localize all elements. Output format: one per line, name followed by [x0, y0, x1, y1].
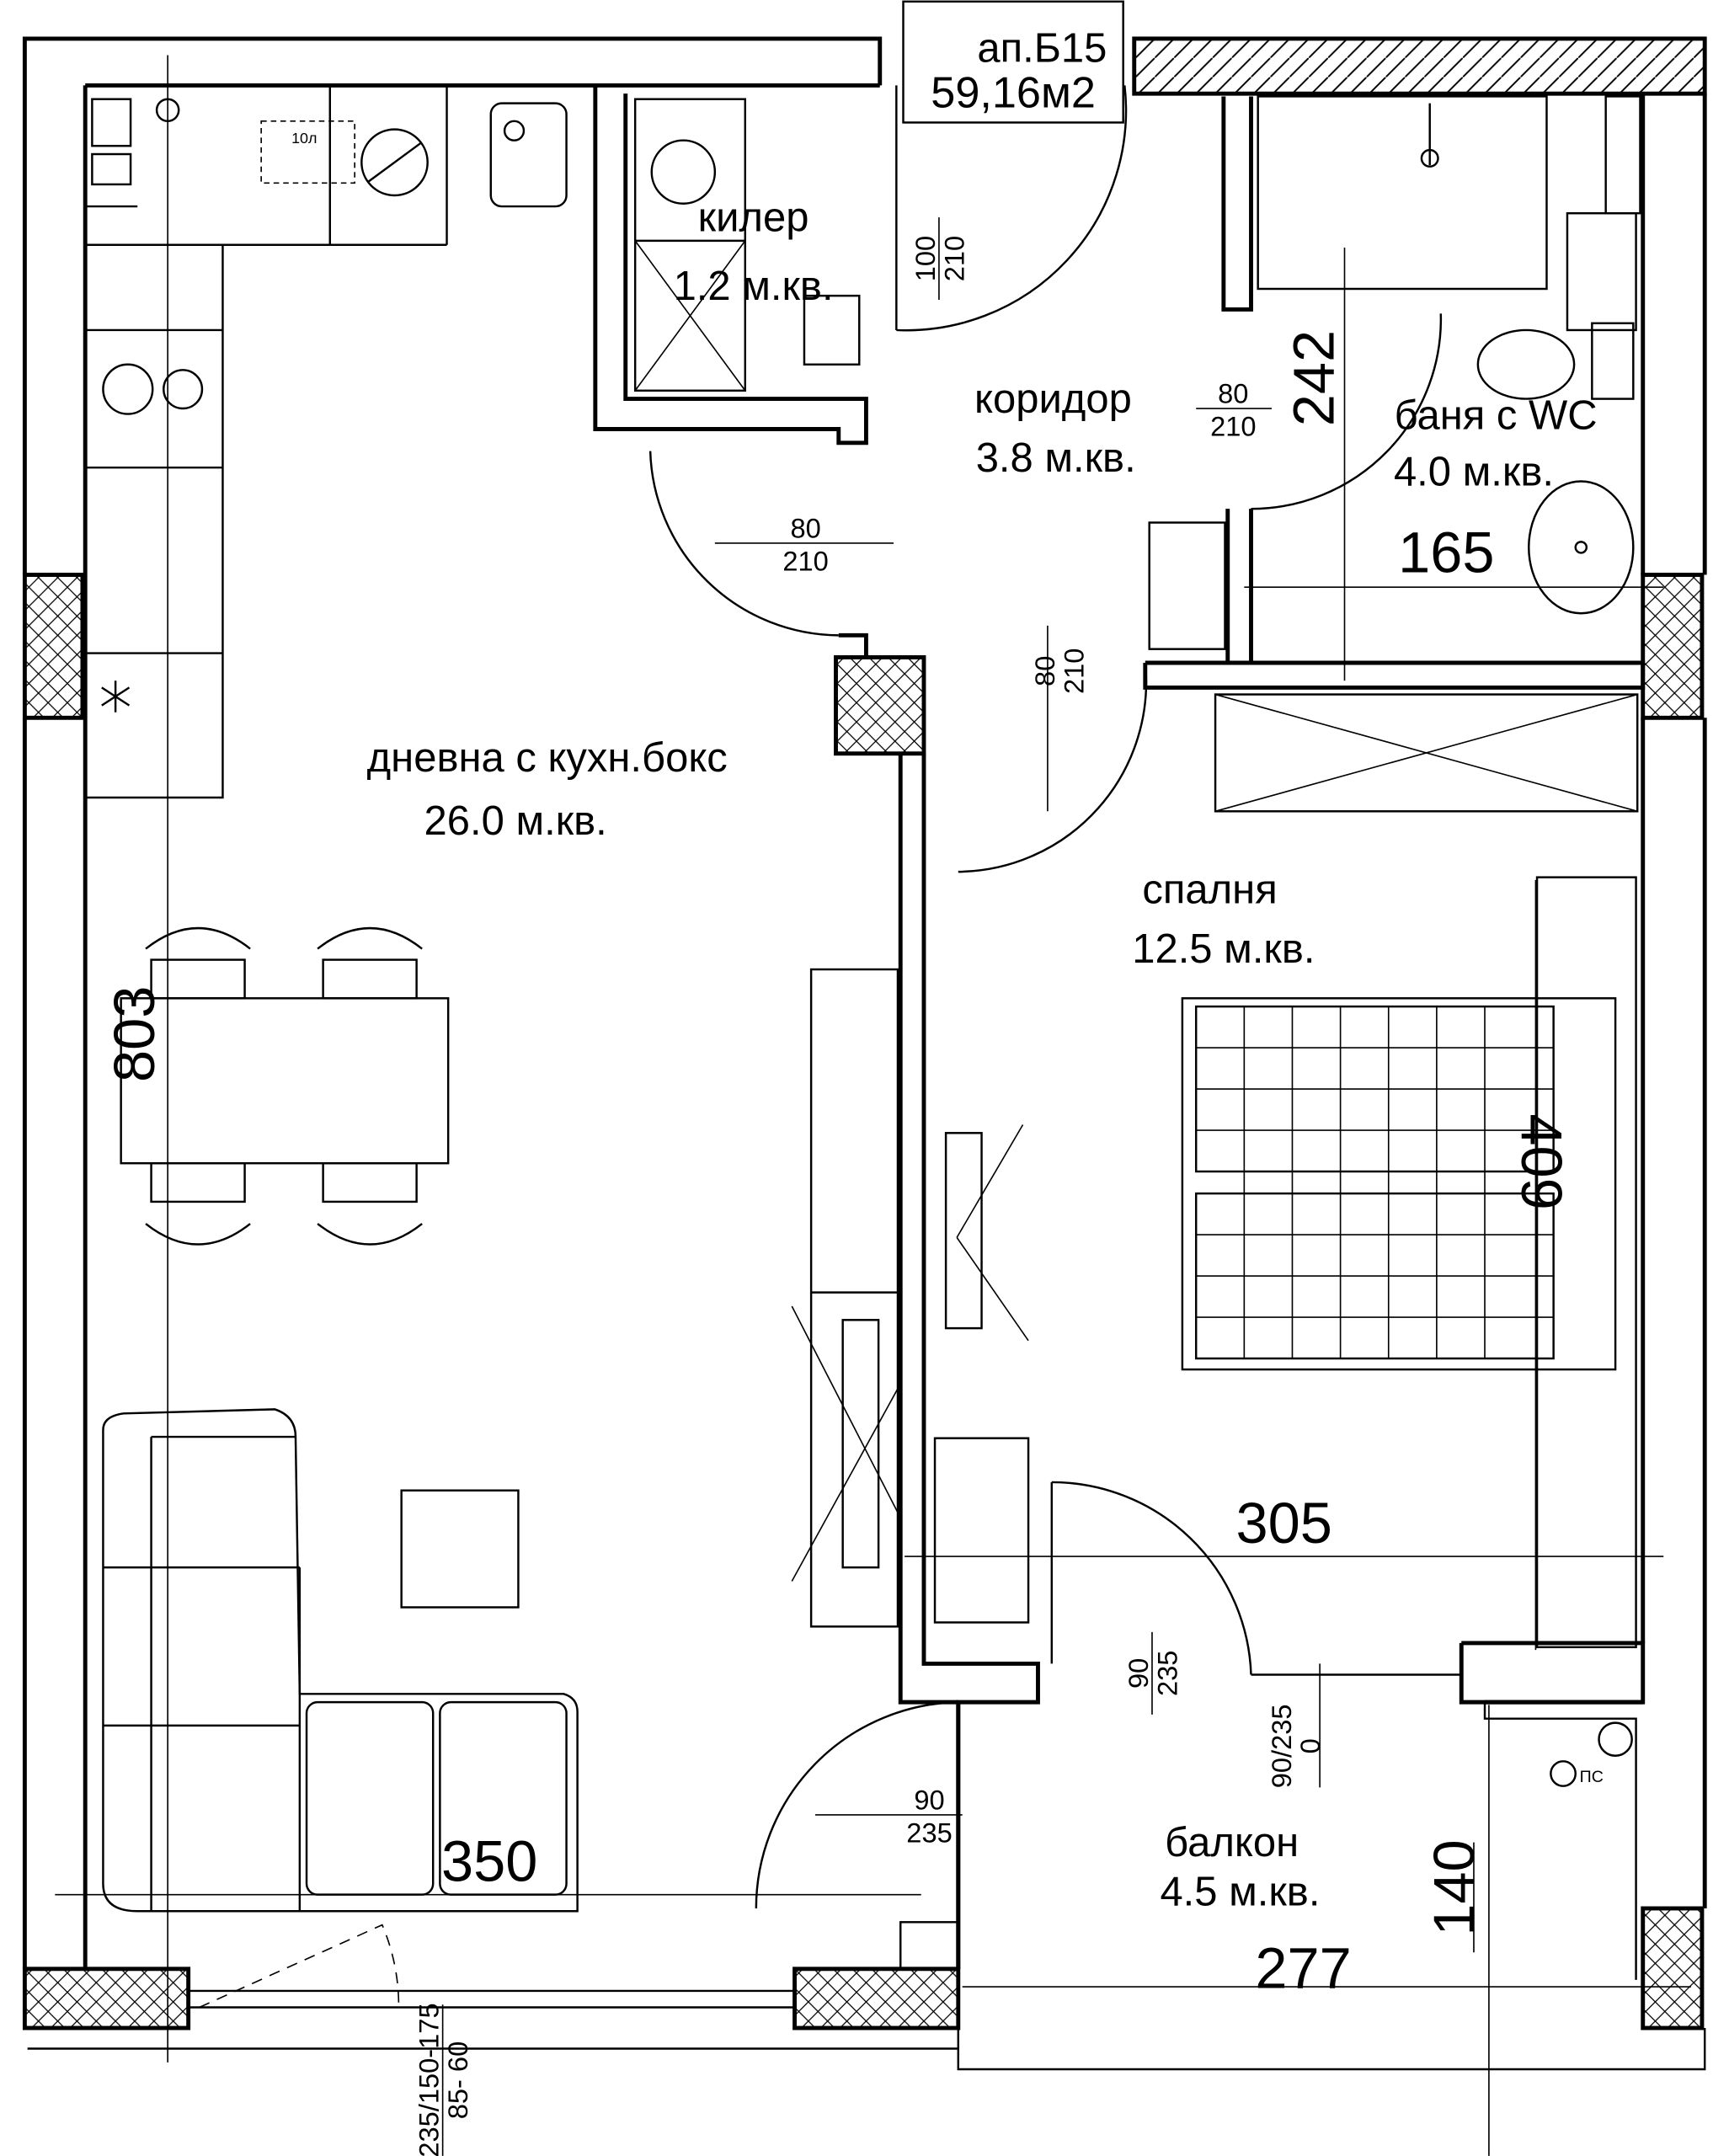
dim-balcony-depth: 140: [1422, 1839, 1486, 1935]
dimension-lines: [55, 55, 1691, 2156]
door-label-living-balcony: 90 235: [906, 1784, 952, 1848]
dim-balcony-width: 277: [1255, 1936, 1351, 2001]
living-area: 26.0 м.кв.: [424, 798, 607, 844]
tv: [841, 1319, 880, 1569]
svg-text:210: 210: [1058, 648, 1089, 694]
dim-living-width: 350: [441, 1828, 537, 1893]
column: [22, 1967, 191, 2031]
bathroom-fixtures: [1257, 95, 1641, 615]
door-label-living: 80 210: [782, 512, 828, 576]
balcony-name: балкон: [1165, 1820, 1299, 1865]
svg-text:235: 235: [906, 1817, 952, 1849]
svg-text:90: 90: [914, 1784, 944, 1815]
dishwasher-icon: [260, 120, 355, 184]
sofa: [102, 1408, 579, 1913]
bedroom-name: спалня: [1142, 867, 1277, 913]
wardrobe: [1148, 521, 1226, 650]
pantry-furniture: [633, 98, 861, 392]
column: [834, 655, 926, 756]
apartment-id: ап.Б15: [977, 26, 1107, 72]
dim-bath-width: 165: [1398, 520, 1494, 584]
toilet-icon: [1476, 328, 1576, 400]
column: [792, 1967, 961, 2031]
dim-living-length: 803: [102, 986, 167, 1082]
svg-text:235: 235: [1151, 1651, 1182, 1696]
svg-text:0: 0: [1294, 1738, 1326, 1753]
window-label-living: 235/150-175 85- 60: [414, 2003, 473, 2156]
shaft-icon: [1550, 1760, 1577, 1787]
dim-bedroom-length: 409: [1509, 1113, 1574, 1209]
shaft-label: ПС: [1580, 1768, 1604, 1786]
coffee-table: [400, 1489, 520, 1609]
window-label-balcony: 90/235 0: [1266, 1704, 1326, 1788]
bathroom-area: 4.0 м.кв.: [1394, 449, 1554, 494]
svg-text:80: 80: [1029, 656, 1060, 686]
svg-text:100: 100: [910, 236, 941, 281]
door-label-bathroom: 80 210: [1210, 377, 1256, 441]
dining-table: [120, 997, 450, 1165]
door-label-entrance: 100 210: [910, 217, 969, 301]
apartment-area: 59,16м2: [931, 69, 1096, 118]
dim-bath-length: 242: [1281, 330, 1346, 426]
svg-text:210: 210: [782, 546, 828, 577]
column: [1641, 573, 1705, 720]
exterior-walls: [22, 36, 1707, 2071]
svg-text:90: 90: [1123, 1658, 1154, 1689]
column: [1641, 1906, 1705, 2031]
pantry-area: 1.2 м.кв.: [674, 264, 834, 309]
balcony-area: 4.5 м.кв.: [1160, 1870, 1320, 1915]
washbasin-icon: [1528, 480, 1635, 615]
bed: [1181, 997, 1617, 1371]
svg-text:80: 80: [790, 512, 820, 543]
bedroom-furniture: [933, 693, 1639, 1649]
svg-text:80: 80: [1218, 377, 1248, 408]
svg-text:235/150-175: 235/150-175: [414, 2003, 445, 2156]
door-swings: [199, 85, 1443, 2009]
interior-walls: [593, 85, 1646, 1971]
bathtub-icon: [1257, 95, 1548, 291]
column: [22, 573, 85, 720]
dim-bedroom-width: 305: [1235, 1491, 1331, 1556]
corridor-name: коридор: [974, 376, 1132, 422]
living-name: дневна с кухн.бокс: [367, 735, 728, 781]
apartment-title-box: ап.Б15 59,16м2: [902, 0, 1124, 124]
svg-text:210: 210: [938, 236, 969, 281]
bathroom-name: баня с WC: [1395, 392, 1598, 438]
door-label-bedroom-balcony: 90 235: [1123, 1631, 1182, 1715]
sink-icon: [155, 98, 180, 123]
svg-text:85- 60: 85- 60: [442, 2041, 473, 2120]
stove-burner-icon: [102, 363, 154, 415]
balcony-items: ПС: [1483, 1702, 1637, 1980]
svg-text:90/235: 90/235: [1266, 1704, 1297, 1788]
kitchen-counter: 10л: [85, 85, 568, 799]
svg-text:210: 210: [1210, 411, 1256, 442]
door-label-bedroom: 80 210: [1029, 648, 1089, 694]
living-furniture: [102, 926, 899, 1913]
bedroom-area: 12.5 м.кв.: [1132, 926, 1315, 972]
corridor-area: 3.8 м.кв.: [976, 435, 1136, 481]
stove-burner-icon: [163, 369, 204, 410]
pantry-name: килер: [698, 195, 809, 240]
sink-label: 10л: [291, 130, 317, 147]
